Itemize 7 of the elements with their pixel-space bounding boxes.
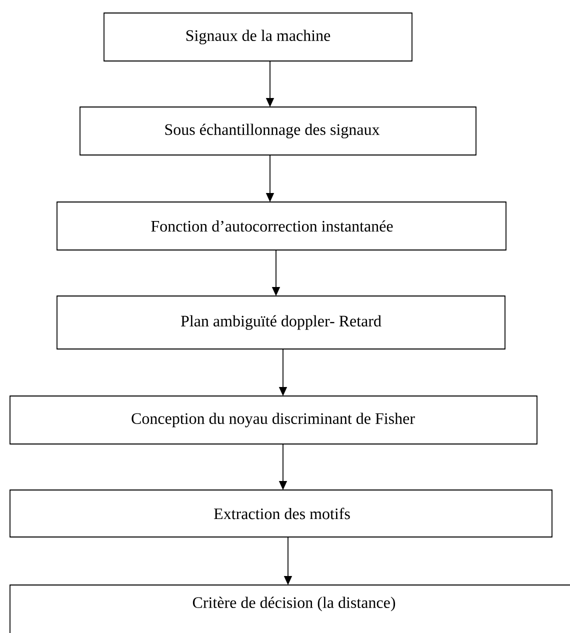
- process-box: Plan ambiguïté doppler- Retard: [56, 296, 506, 350]
- process-box: Fonction d’autocorrection instantanée: [56, 202, 506, 250]
- process-box: Sous échantillonnage des signaux: [80, 106, 476, 156]
- process-box: Critère de décision (la distance): [10, 584, 570, 633]
- process-box: Signaux de la machine: [104, 12, 412, 62]
- process-box: Conception du noyau discriminant de Fisher: [10, 396, 538, 444]
- process-box: Extraction des motifs: [10, 490, 552, 538]
